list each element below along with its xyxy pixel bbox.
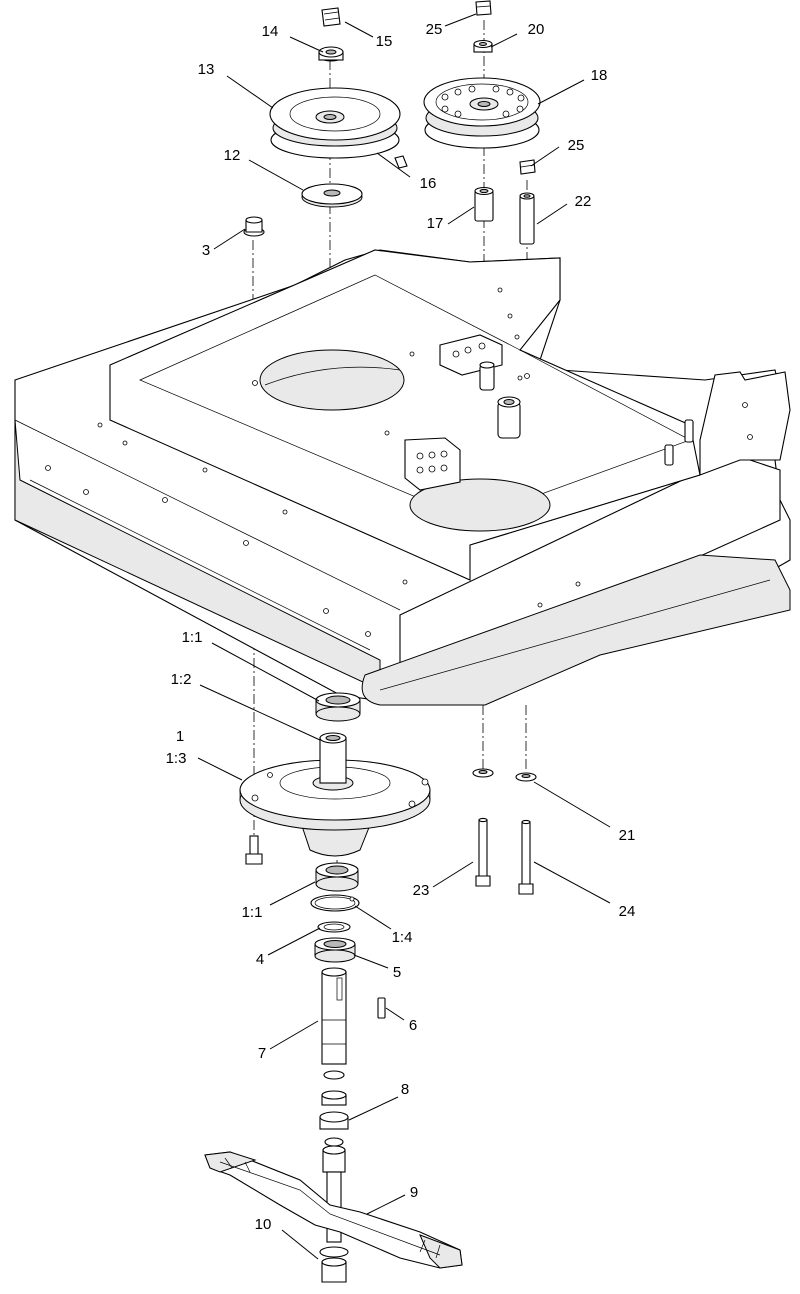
callout-c17: 17	[427, 215, 444, 232]
callout-c12: 12	[224, 147, 241, 164]
callout-c18: 18	[591, 67, 608, 84]
callout-c1_3: 1:3	[166, 750, 187, 767]
callout-c16: 16	[420, 175, 437, 192]
part-10-bolt-head	[319, 1246, 349, 1283]
callout-c7: 7	[258, 1045, 266, 1062]
callout-c13: 13	[198, 61, 215, 78]
leader-c22	[536, 203, 568, 225]
callout-c14: 14	[262, 23, 279, 40]
leader-c1_1b	[269, 881, 316, 906]
leader-c24	[533, 861, 611, 904]
callout-c6: 6	[409, 1017, 417, 1034]
callout-c25b: 25	[568, 137, 585, 154]
part-23-bolt	[475, 817, 491, 887]
callout-c23: 23	[413, 882, 430, 899]
callout-c21: 21	[619, 827, 636, 844]
right-spindle-opening	[409, 478, 551, 532]
callout-c15: 15	[376, 33, 393, 50]
part-14-washer	[318, 46, 344, 62]
part-25-top-nut	[475, 0, 492, 16]
leader-c5	[353, 954, 389, 969]
leader-c1_2	[199, 684, 321, 741]
leader-c7	[269, 1020, 319, 1050]
leader-c21	[533, 781, 611, 828]
left-spindle-opening	[259, 349, 405, 411]
callout-c3: 3	[202, 242, 210, 259]
part-22-standoff	[519, 192, 535, 245]
part-21-washers	[472, 768, 537, 782]
callout-c1_1a: 1:1	[182, 629, 203, 646]
part-1-1-lower-bearing	[315, 862, 359, 892]
leader-c6	[385, 1007, 405, 1021]
leader-c23	[432, 861, 474, 888]
idler-post	[479, 364, 495, 391]
leader-c10	[281, 1229, 319, 1260]
part-1-spindle-housing	[239, 732, 431, 857]
callout-c22: 22	[575, 193, 592, 210]
part-7-spindle-shaft	[321, 967, 347, 1065]
callout-c1_4: 1:4	[392, 929, 413, 946]
leader-c13	[226, 75, 274, 109]
leader-c8	[348, 1096, 399, 1121]
part-5-seal	[314, 937, 356, 963]
leader-c1_3	[197, 757, 243, 781]
deck-inner-wall	[109, 249, 701, 581]
part-20-washer	[473, 39, 493, 53]
callout-c10: 10	[255, 1216, 272, 1233]
callout-c8: 8	[401, 1081, 409, 1098]
deck-right-bracket	[699, 371, 791, 476]
part-1-1-upper-bearing	[315, 692, 361, 722]
leader-c3	[213, 228, 246, 250]
leader-c1_4	[354, 905, 392, 930]
deck-bumper	[361, 554, 791, 706]
callout-c1_2: 1:2	[171, 671, 192, 688]
part-18-idler-pulley	[423, 77, 541, 149]
part-17-bushing	[474, 186, 494, 222]
part-16-set-screw	[394, 155, 408, 169]
leader-c16	[376, 152, 411, 178]
leader-c1_1a	[211, 642, 320, 702]
leader-c14	[289, 36, 324, 53]
part-4-washer	[317, 921, 351, 933]
callout-c24: 24	[619, 903, 636, 920]
callout-c9: 9	[410, 1184, 418, 1201]
leader-c15	[344, 21, 374, 38]
callout-layer: 15 14 25 20 13 18 12 25 16 17 22 3 1:1 1:2 1 1:3 21 23 24 1…	[166, 13, 636, 1260]
part-1-4-snap-ring	[310, 894, 360, 912]
leader-c25a	[444, 13, 477, 27]
part-15-nut	[321, 7, 341, 27]
callout-c5: 5	[393, 964, 401, 981]
leader-c20	[490, 33, 518, 48]
leader-c25b	[530, 146, 560, 167]
part-12-spacer	[301, 183, 363, 208]
gusset-plate	[404, 437, 461, 491]
leader-c17	[447, 206, 475, 225]
callout-c4: 4	[256, 951, 264, 968]
leader-c9	[366, 1194, 406, 1215]
part-24-bolt	[518, 819, 534, 895]
leader-c4	[267, 927, 321, 956]
callout-c1_1b: 1:1	[242, 904, 263, 921]
part-6-key	[377, 997, 386, 1019]
deck-housing	[14, 249, 791, 706]
part-13-pulley	[269, 87, 401, 159]
callout-c20: 20	[528, 21, 545, 38]
part-1-2-spacer-tube	[319, 737, 347, 784]
leader-c18	[537, 79, 585, 105]
callout-c25a: 25	[426, 21, 443, 38]
part-8-spacers	[319, 1070, 349, 1173]
part-3-flange-nut	[243, 216, 265, 237]
housing-mount-bolt	[245, 835, 263, 865]
callout-c1: 1	[176, 728, 184, 745]
part-25-right-nut	[519, 159, 536, 175]
part-9-blade	[204, 1151, 463, 1269]
leader-c12	[248, 159, 304, 191]
